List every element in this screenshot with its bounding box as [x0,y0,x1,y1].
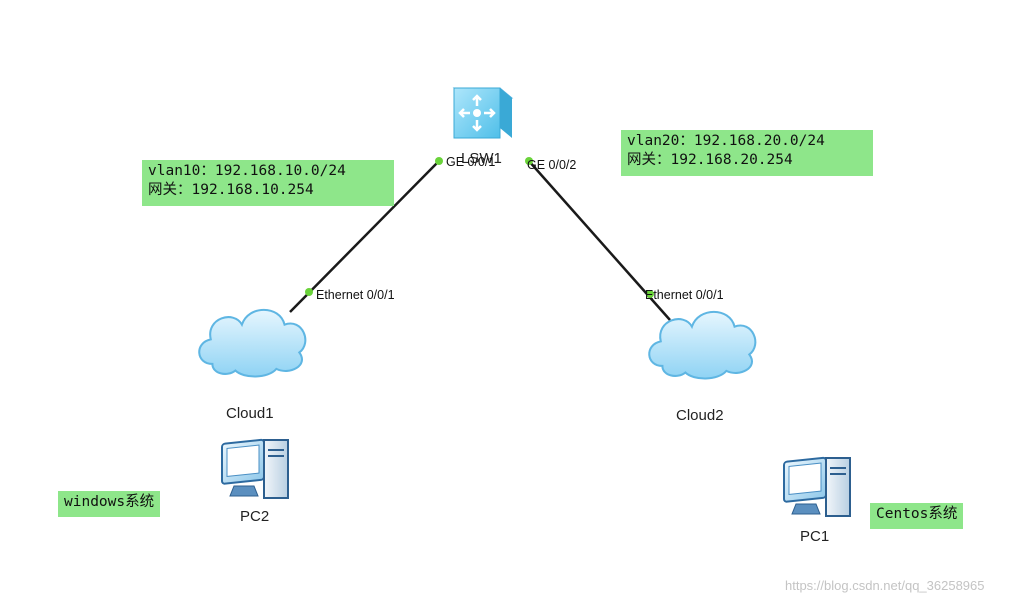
port-dot [435,157,443,165]
switch-icon[interactable] [452,87,514,139]
cloud2-label: Cloud2 [676,407,724,424]
windows-note: windows系统 [58,491,161,517]
pc2-label: PC2 [240,508,270,525]
vlan10-note: vlan10：192.168.10.0/24 网关：192.168.10.254 [142,160,394,206]
switch-label: LSW1 [461,150,502,167]
cloud1-label: Cloud1 [226,405,274,422]
pc-icon[interactable] [221,438,289,499]
vlan10-gateway: 网关：192.168.10.254 [148,182,314,198]
pc-icon[interactable] [783,456,851,517]
port-dot [305,288,313,296]
vlan20-subnet: vlan20：192.168.20.0/24 [627,133,825,149]
port-label-ge-0-0-1: GE 0/0/1 [446,155,496,169]
cloud-icon[interactable] [648,310,757,380]
vlan20-note: vlan20：192.168.20.0/24 网关：192.168.20.254 [621,130,873,176]
port-dot [646,290,654,298]
port-label-cloud1-ethernet: Ethernet 0/0/1 [316,288,395,302]
centos-note: Centos系统 [870,503,964,529]
link-lsw1-cloud1 [289,161,439,313]
pc1-label: PC1 [800,528,830,545]
cloud-icon[interactable] [198,308,307,378]
port-label-cloud2-ethernet: Ethernet 0/0/1 [645,288,724,302]
vlan10-subnet: vlan10：192.168.10.0/24 [148,163,346,179]
vlan20-gateway: 网关：192.168.20.254 [627,152,793,168]
watermark: https://blog.csdn.net/qq_36258965 [785,578,985,593]
port-label-ge-0-0-2: GE 0/0/2 [527,158,577,172]
port-dot [525,157,533,165]
